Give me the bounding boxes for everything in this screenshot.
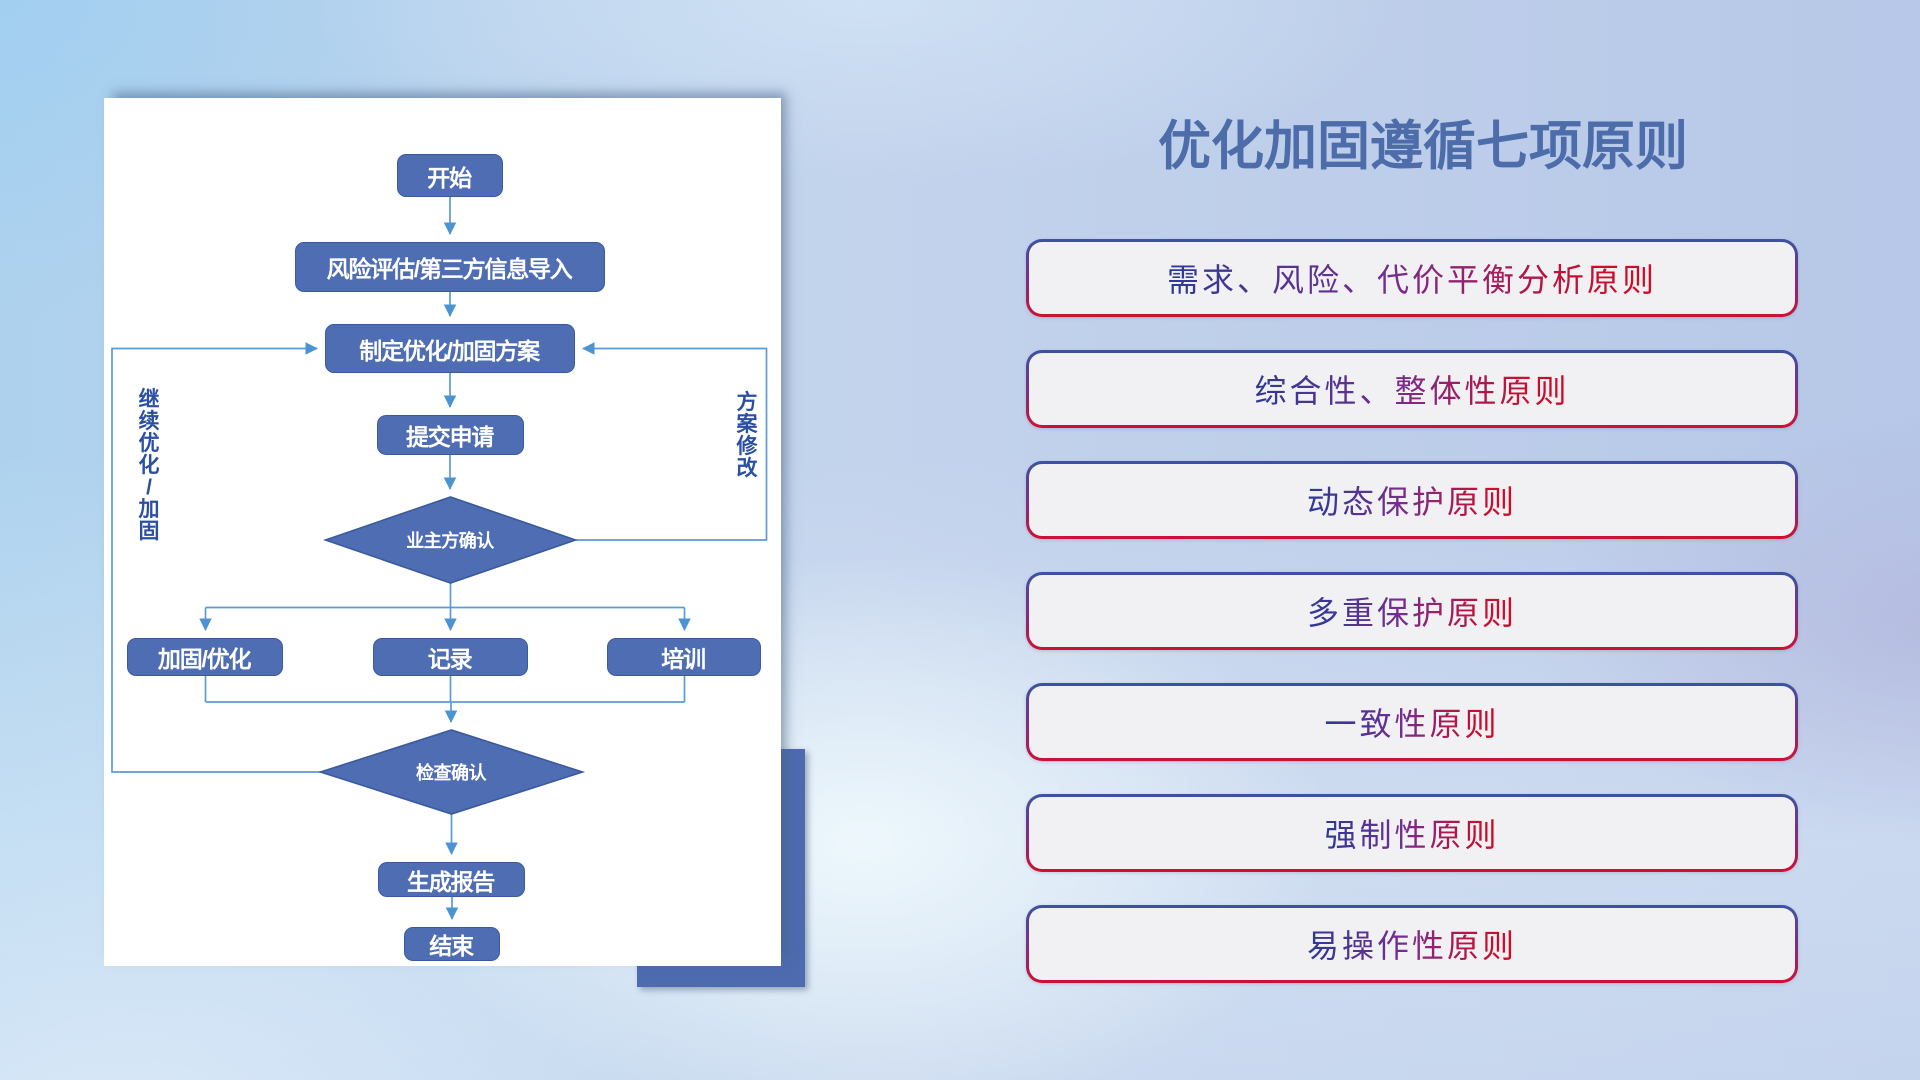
flowchart-card: 开始 风险评估/第三方信息导入 制定优化/加固方案 提交申请 加固/优化 记录 … [104,98,781,966]
flow-node-training-label: 培训 [661,646,706,672]
flow-edge-label-modify: 方案修改 [736,391,758,480]
principle-item-inner: 一致性原则 [1029,686,1795,758]
flow-node-check-confirm-shape [317,729,586,815]
principles-list: 需求、风险、代价平衡分析原则 综合性、整体性原则 动态保护原则 多重保护原则 一… [1026,239,1798,983]
principle-item-label: 强制性原则 [1324,810,1499,856]
flow-node-owner-confirm-label: 业主方确认 [406,531,494,551]
flow-node-check-confirm-label: 检查确认 [416,763,487,783]
principle-item-inner: 强制性原则 [1029,797,1795,869]
flow-node-risk-assess: 风险评估/第三方信息导入 [295,242,605,292]
principle-item-label: 易操作性原则 [1307,921,1517,967]
principle-item-label: 需求、风险、代价平衡分析原则 [1167,255,1657,301]
flow-node-end-label: 结束 [429,933,474,959]
flow-node-end: 结束 [404,927,500,961]
flow-node-start: 开始 [397,154,503,197]
principle-item-inner: 需求、风险、代价平衡分析原则 [1029,242,1795,314]
flow-node-owner-confirm-shape [323,496,578,584]
principle-item-inner: 综合性、整体性原则 [1029,353,1795,425]
flow-edge-label-continue: 继续优化/加固 [138,388,160,543]
flow-node-make-plan-label: 制定优化/加固方案 [359,337,540,364]
flow-node-start-label: 开始 [427,164,472,191]
flow-node-submit-label: 提交申请 [405,424,494,450]
principle-item-inner: 动态保护原则 [1029,464,1795,536]
flow-node-reinforce-label: 加固/优化 [157,646,252,672]
flowchart-connectors [111,197,768,921]
principle-item-label: 综合性、整体性原则 [1254,366,1569,412]
principle-item: 强制性原则 [1026,794,1798,872]
principle-item-inner: 易操作性原则 [1029,908,1795,980]
principle-item: 综合性、整体性原则 [1026,350,1798,428]
principle-item: 需求、风险、代价平衡分析原则 [1026,239,1798,317]
flow-node-report-label: 生成报告 [406,868,495,895]
principle-item: 多重保护原则 [1026,572,1798,650]
flow-node-training: 培训 [607,638,761,676]
principle-item: 一致性原则 [1026,683,1798,761]
principle-item-label: 多重保护原则 [1307,588,1517,634]
flow-node-submit: 提交申请 [377,415,524,455]
flow-node-make-plan: 制定优化/加固方案 [325,324,575,373]
flow-node-record-label: 记录 [427,646,473,672]
principle-item: 动态保护原则 [1026,461,1798,539]
principle-item-label: 一致性原则 [1324,699,1499,745]
flow-node-reinforce: 加固/优化 [127,638,283,676]
principle-item-inner: 多重保护原则 [1029,575,1795,647]
principle-item: 易操作性原则 [1026,905,1798,983]
page-title: 优化加固遵循七项原则 [1158,117,1688,176]
flow-node-record: 记录 [373,638,528,676]
principle-item-label: 动态保护原则 [1307,477,1517,523]
flow-node-risk-assess-label: 风险评估/第三方信息导入 [326,256,573,282]
flow-node-report: 生成报告 [378,862,525,897]
